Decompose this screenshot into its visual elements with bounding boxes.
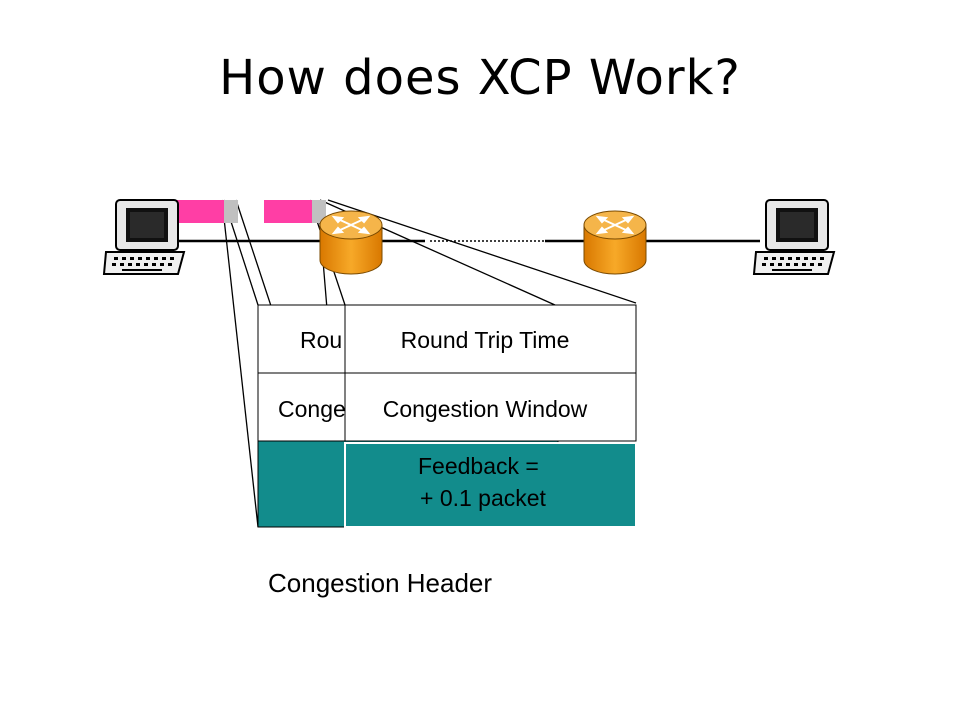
- receiver-computer-icon: [752, 199, 836, 275]
- rtt-label: Round Trip Time: [401, 327, 570, 353]
- router-icon: [583, 210, 647, 275]
- congestion-header-caption: Congestion Header: [268, 568, 493, 598]
- congestion-header-front: Round Trip Time Congestion Window Feedba…: [344, 304, 637, 528]
- cwnd-label-back: Conge: [278, 396, 346, 422]
- packet-1: [176, 200, 238, 223]
- sender-computer-icon: [102, 199, 186, 275]
- feedback-line-2: + 0.1 packet: [420, 485, 547, 511]
- router-icon: [319, 210, 383, 275]
- packet-2: [264, 200, 326, 223]
- slide-title: How does XCP Work?: [219, 50, 741, 106]
- feedback-line-1: Feedback =: [418, 453, 539, 479]
- cwnd-label: Congestion Window: [383, 396, 588, 422]
- rtt-label-back: Rou: [300, 327, 342, 353]
